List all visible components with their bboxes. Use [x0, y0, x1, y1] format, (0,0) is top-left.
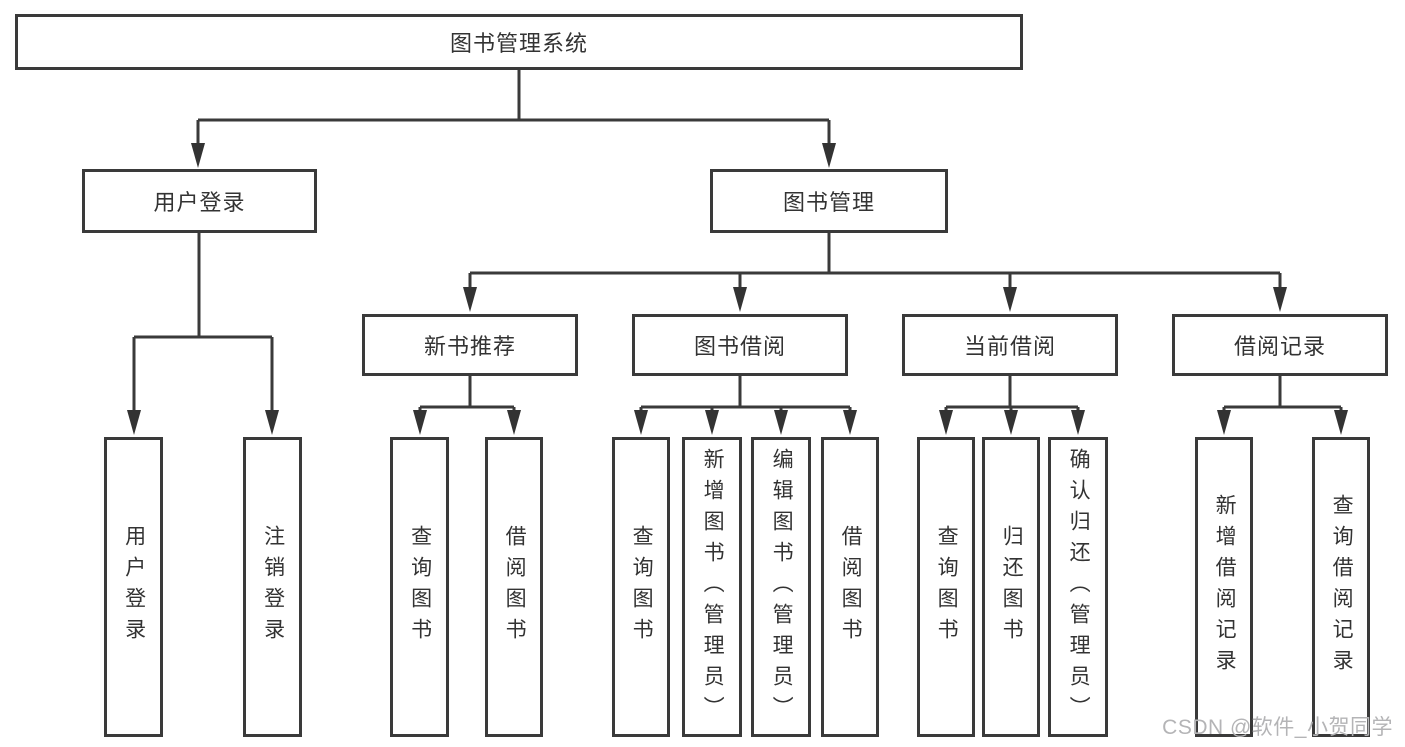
node-label: 借阅图书: [839, 525, 863, 649]
arrowhead: [1217, 410, 1231, 435]
connector-borrow-records-to-leaves: [1217, 376, 1348, 435]
arrowhead: [1004, 410, 1018, 435]
node-label: 图书借阅: [693, 334, 786, 359]
leaf-query-borrow-record: 查询借阅记录: [1312, 437, 1370, 737]
arrowhead: [843, 410, 857, 435]
leaf-edit-books-admin: 编辑图书（管理员）: [751, 437, 811, 737]
node-label: 新增借阅记录: [1213, 494, 1237, 680]
arrowhead: [265, 410, 279, 435]
node-book-management: 图书管理: [710, 169, 948, 233]
node-label: 借阅图书: [503, 525, 527, 649]
node-label: 查询图书: [630, 525, 654, 649]
arrowhead: [413, 410, 427, 435]
leaf-confirm-return-admin: 确认归还（管理员）: [1048, 437, 1108, 737]
leaf-add-borrow-record: 新增借阅记录: [1195, 437, 1253, 737]
node-label: 图书管理系统: [449, 31, 588, 56]
leaf-query-books-current: 查询图书: [917, 437, 975, 737]
node-label: 归还图书: [1000, 525, 1024, 649]
arrowhead: [1071, 410, 1085, 435]
connector-user-login-to-leaves: [127, 233, 279, 435]
leaf-borrow-books-borrow: 借阅图书: [821, 437, 879, 737]
arrowhead: [939, 410, 953, 435]
node-new-book-recommend: 新书推荐: [362, 314, 578, 376]
arrowhead: [1334, 410, 1348, 435]
node-current-borrow: 当前借阅: [902, 314, 1118, 376]
node-label: 用户登录: [153, 190, 246, 215]
node-label: 查询图书: [935, 525, 959, 649]
node-label: 新增图书（管理员）: [701, 447, 725, 727]
arrowhead: [822, 143, 836, 168]
leaf-borrow-books-recommend: 借阅图书: [485, 437, 543, 737]
arrowhead: [127, 410, 141, 435]
arrowhead: [774, 410, 788, 435]
watermark-text: CSDN @软件_小贺同学: [1162, 716, 1393, 739]
node-label: 注销登录: [261, 525, 285, 649]
leaf-query-books-recommend: 查询图书: [390, 437, 449, 737]
node-label: 当前借阅: [963, 334, 1056, 359]
connector-book-borrow-to-leaves: [634, 376, 857, 435]
arrowhead: [733, 287, 747, 312]
arrowhead: [463, 287, 477, 312]
node-label: 编辑图书（管理员）: [770, 447, 794, 727]
leaf-query-books-borrow: 查询图书: [612, 437, 670, 737]
connector-current-borrow-to-leaves: [939, 376, 1085, 435]
arrowhead: [1273, 287, 1287, 312]
leaf-return-books: 归还图书: [982, 437, 1040, 737]
node-borrow-records: 借阅记录: [1172, 314, 1388, 376]
connector-new-book-recommend-to-leaves: [413, 376, 521, 435]
connector-root-to-level2: [191, 70, 836, 168]
arrowhead: [634, 410, 648, 435]
leaf-user-login: 用户登录: [104, 437, 163, 737]
connector-book-management-to-level3: [463, 233, 1287, 312]
node-label: 查询图书: [408, 525, 432, 649]
node-library-system: 图书管理系统: [15, 14, 1023, 70]
node-label: 查询借阅记录: [1330, 494, 1354, 680]
node-label: 图书管理: [782, 190, 875, 215]
arrowhead: [191, 143, 205, 168]
node-book-borrow: 图书借阅: [632, 314, 848, 376]
leaf-logout: 注销登录: [243, 437, 302, 737]
node-user-login: 用户登录: [82, 169, 317, 233]
leaf-add-books-admin: 新增图书（管理员）: [682, 437, 742, 737]
node-label: 借阅记录: [1233, 334, 1326, 359]
node-label: 用户登录: [122, 525, 146, 649]
node-label: 新书推荐: [423, 334, 516, 359]
arrowhead: [507, 410, 521, 435]
node-label: 确认归还（管理员）: [1067, 447, 1091, 727]
arrowhead: [705, 410, 719, 435]
arrowhead: [1003, 287, 1017, 312]
